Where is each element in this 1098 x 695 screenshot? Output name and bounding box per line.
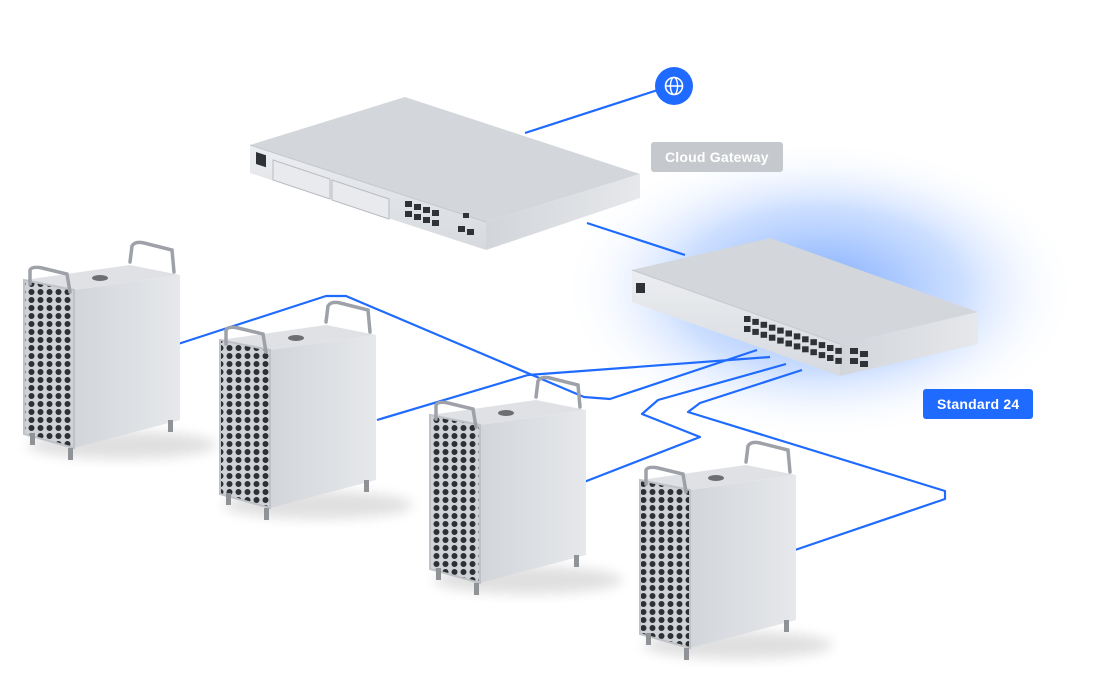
workstation-3 — [429, 375, 623, 595]
link-internet-gateway — [524, 86, 665, 135]
workstation-4 — [639, 440, 833, 660]
switch-ports — [744, 316, 842, 364]
globe-icon — [655, 67, 693, 105]
link-switch-workstation-2 — [376, 355, 771, 422]
cloud-gateway-label: Cloud Gateway — [651, 142, 783, 172]
network-links — [177, 86, 947, 552]
workstation-2 — [219, 300, 413, 520]
link-switch-workstation-4 — [686, 368, 947, 552]
link-switch-workstation-3 — [583, 362, 787, 484]
standard-24-switch-device — [631, 238, 978, 376]
workstations — [23, 240, 833, 660]
cloud-gateway-device — [249, 97, 640, 250]
workstation-1 — [23, 240, 217, 460]
standard-24-label: Standard 24 — [923, 389, 1034, 419]
link-gateway-switch — [586, 221, 686, 257]
link-switch-workstation-1 — [177, 294, 758, 401]
